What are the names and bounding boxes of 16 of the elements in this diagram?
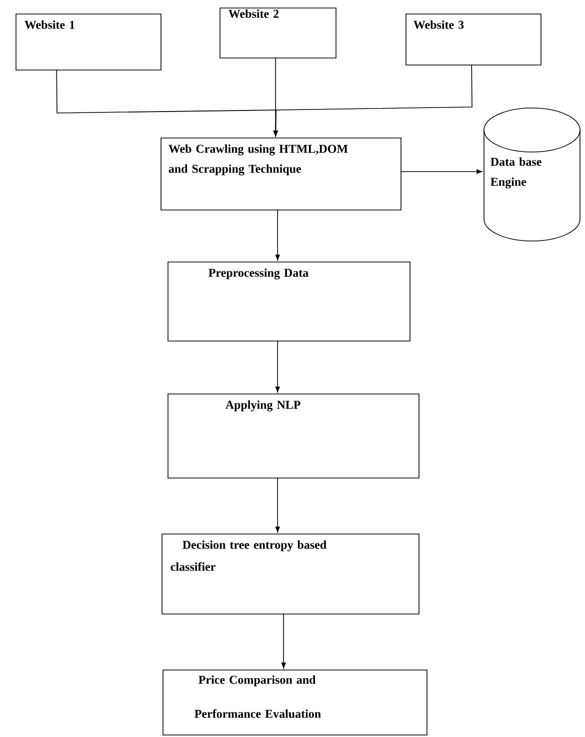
process-box: Website 3 (406, 14, 542, 66)
process-box: Decision tree entropy based classifier (162, 534, 420, 614)
process-box: Applying NLP (168, 394, 420, 478)
process-box: Website 1 (16, 14, 162, 70)
process-box: Web Crawling using HTML,DOM and Scrapping Technique (160, 138, 402, 210)
arrow (275, 209, 280, 260)
arrow (400, 169, 482, 174)
arrow (275, 477, 280, 532)
process-box: Price Comparison and Performance Evaluation (162, 670, 428, 736)
arrow (273, 64, 472, 136)
process-box: Preprocessing Data (168, 262, 410, 342)
process-box: Website 2 (220, 8, 336, 58)
arrow (275, 340, 280, 392)
node-label: Data base Engine (490, 157, 542, 188)
database-cylinder: Data base Engine (484, 108, 580, 242)
arrow (281, 613, 286, 668)
